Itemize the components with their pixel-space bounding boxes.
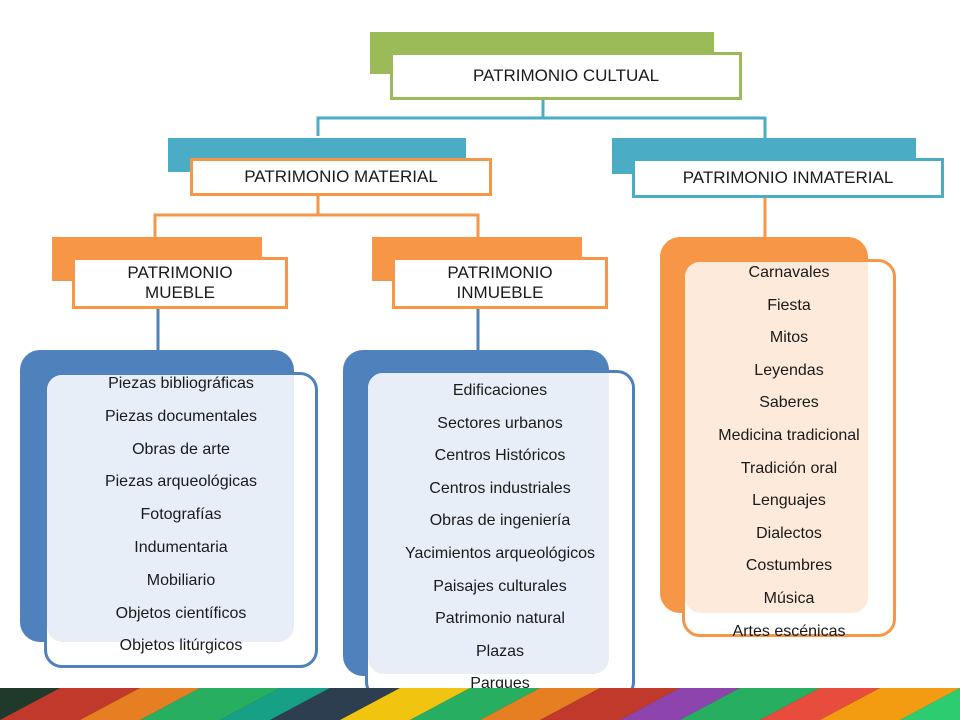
list-item: Dialectos bbox=[756, 524, 822, 542]
mueble-node-box: PATRIMONIO MUEBLE bbox=[72, 257, 288, 309]
list-item: Lenguajes bbox=[752, 492, 826, 510]
list-item: Obras de arte bbox=[132, 440, 230, 458]
list-item: Música bbox=[763, 589, 815, 607]
material-node-box: PATRIMONIO MATERIAL bbox=[190, 158, 492, 196]
mueble-list-fill bbox=[47, 375, 294, 642]
inmaterial-node: PATRIMONIO INMATERIAL bbox=[612, 138, 944, 198]
inmueble-list-fill bbox=[368, 373, 609, 674]
inmueble-node-box: PATRIMONIO INMUEBLE bbox=[392, 257, 608, 309]
list-item: Artes escénicas bbox=[732, 622, 846, 640]
inmueble-title: PATRIMONIO INMUEBLE bbox=[447, 263, 553, 302]
list-item: Leyendas bbox=[754, 361, 824, 379]
list-item: Piezas bibliográficas bbox=[108, 375, 254, 392]
inmaterial-list-fill bbox=[685, 262, 868, 613]
list-item: Objetos científicos bbox=[115, 604, 247, 622]
root-node-box: PATRIMONIO CULTUAL bbox=[390, 52, 742, 100]
material-title: PATRIMONIO MATERIAL bbox=[244, 167, 438, 186]
inmaterial-node-box: PATRIMONIO INMATERIAL bbox=[632, 158, 944, 198]
list-item: Tradición oral bbox=[740, 459, 838, 477]
list-item: Sectores urbanos bbox=[437, 414, 563, 432]
list-item: Objetos litúrgicos bbox=[119, 637, 243, 655]
list-item: Mitos bbox=[769, 329, 809, 347]
list-item: Indumentaria bbox=[134, 538, 228, 556]
list-item: Costumbres bbox=[745, 557, 833, 575]
connector-root-to-categories bbox=[316, 98, 767, 138]
root-node: PATRIMONIO CULTUAL bbox=[370, 32, 742, 100]
mueble-node: PATRIMONIO MUEBLE bbox=[52, 237, 288, 309]
root-title: PATRIMONIO CULTUAL bbox=[472, 66, 660, 85]
list-item: Paisajes culturales bbox=[433, 577, 567, 595]
list-item: Medicina tradicional bbox=[718, 426, 860, 444]
list-item: Piezas arqueológicas bbox=[104, 473, 258, 491]
list-item: Mobiliario bbox=[146, 571, 216, 589]
list-item: Obras de ingeniería bbox=[429, 512, 571, 530]
inmaterial-title: PATRIMONIO INMATERIAL bbox=[682, 168, 894, 187]
list-item: Patrimonio natural bbox=[435, 610, 565, 628]
decorative-bottom-stripe bbox=[0, 688, 960, 720]
list-item: Plazas bbox=[475, 642, 525, 660]
material-node: PATRIMONIO MATERIAL bbox=[168, 138, 492, 196]
list-item: Edificaciones bbox=[452, 382, 548, 399]
connector-material-to-children bbox=[153, 196, 480, 237]
mueble-title: PATRIMONIO MUEBLE bbox=[127, 263, 233, 302]
list-item: Piezas documentales bbox=[104, 407, 258, 425]
inmueble-node: PATRIMONIO INMUEBLE bbox=[372, 237, 608, 309]
list-item: Fotografías bbox=[140, 506, 222, 524]
list-item: Carnavales bbox=[748, 264, 830, 281]
list-item: Saberes bbox=[759, 394, 819, 412]
list-item: Centros industriales bbox=[429, 479, 571, 497]
list-item: Fiesta bbox=[767, 296, 811, 314]
list-item: Yacimientos arqueológicos bbox=[404, 544, 596, 562]
list-item: Centros Históricos bbox=[434, 447, 566, 465]
